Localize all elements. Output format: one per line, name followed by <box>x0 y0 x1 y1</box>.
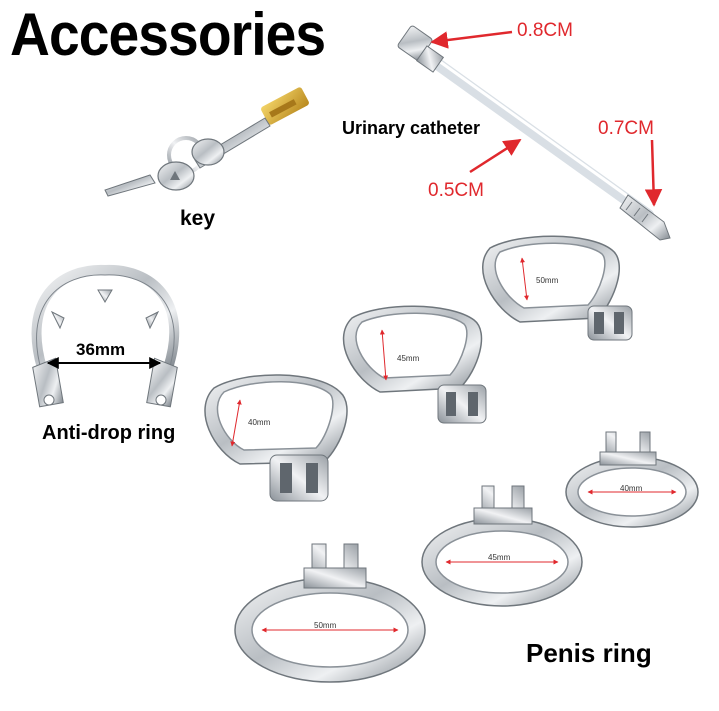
catheter-label: Urinary catheter <box>342 118 481 138</box>
ring-large-dimension: 50mm <box>314 621 337 630</box>
cage-ring-medium <box>342 305 487 424</box>
catheter-top-dimension: 0.8CM <box>517 20 573 41</box>
page-title: Accessories <box>10 1 326 68</box>
ring-small-dimension: 40mm <box>620 484 643 493</box>
penis-ring-medium <box>421 485 583 607</box>
cage-small-dimension: 40mm <box>248 418 271 427</box>
anti-drop-ring-illustration <box>31 264 180 408</box>
anti-drop-ring-label: Anti-drop ring <box>42 422 176 444</box>
catheter-illustration <box>397 25 671 241</box>
catheter-dimension-arrows <box>430 30 663 207</box>
ring-medium-dimension: 45mm <box>488 553 511 562</box>
penis-ring-large <box>234 543 426 683</box>
catheter-body-dimension: 0.5CM <box>428 180 484 201</box>
cage-ring-large <box>482 235 633 341</box>
cage-large-dimension: 50mm <box>536 276 559 285</box>
penis-ring-label: Penis ring <box>526 638 652 668</box>
anti-drop-width-dimension: 36mm <box>76 340 126 359</box>
key-illustration <box>104 87 309 197</box>
cage-medium-dimension: 45mm <box>397 354 420 363</box>
cage-ring-small <box>204 374 348 502</box>
catheter-tip-dimension: 0.7CM <box>598 118 654 139</box>
key-label: key <box>180 207 216 230</box>
penis-ring-small <box>565 431 699 528</box>
